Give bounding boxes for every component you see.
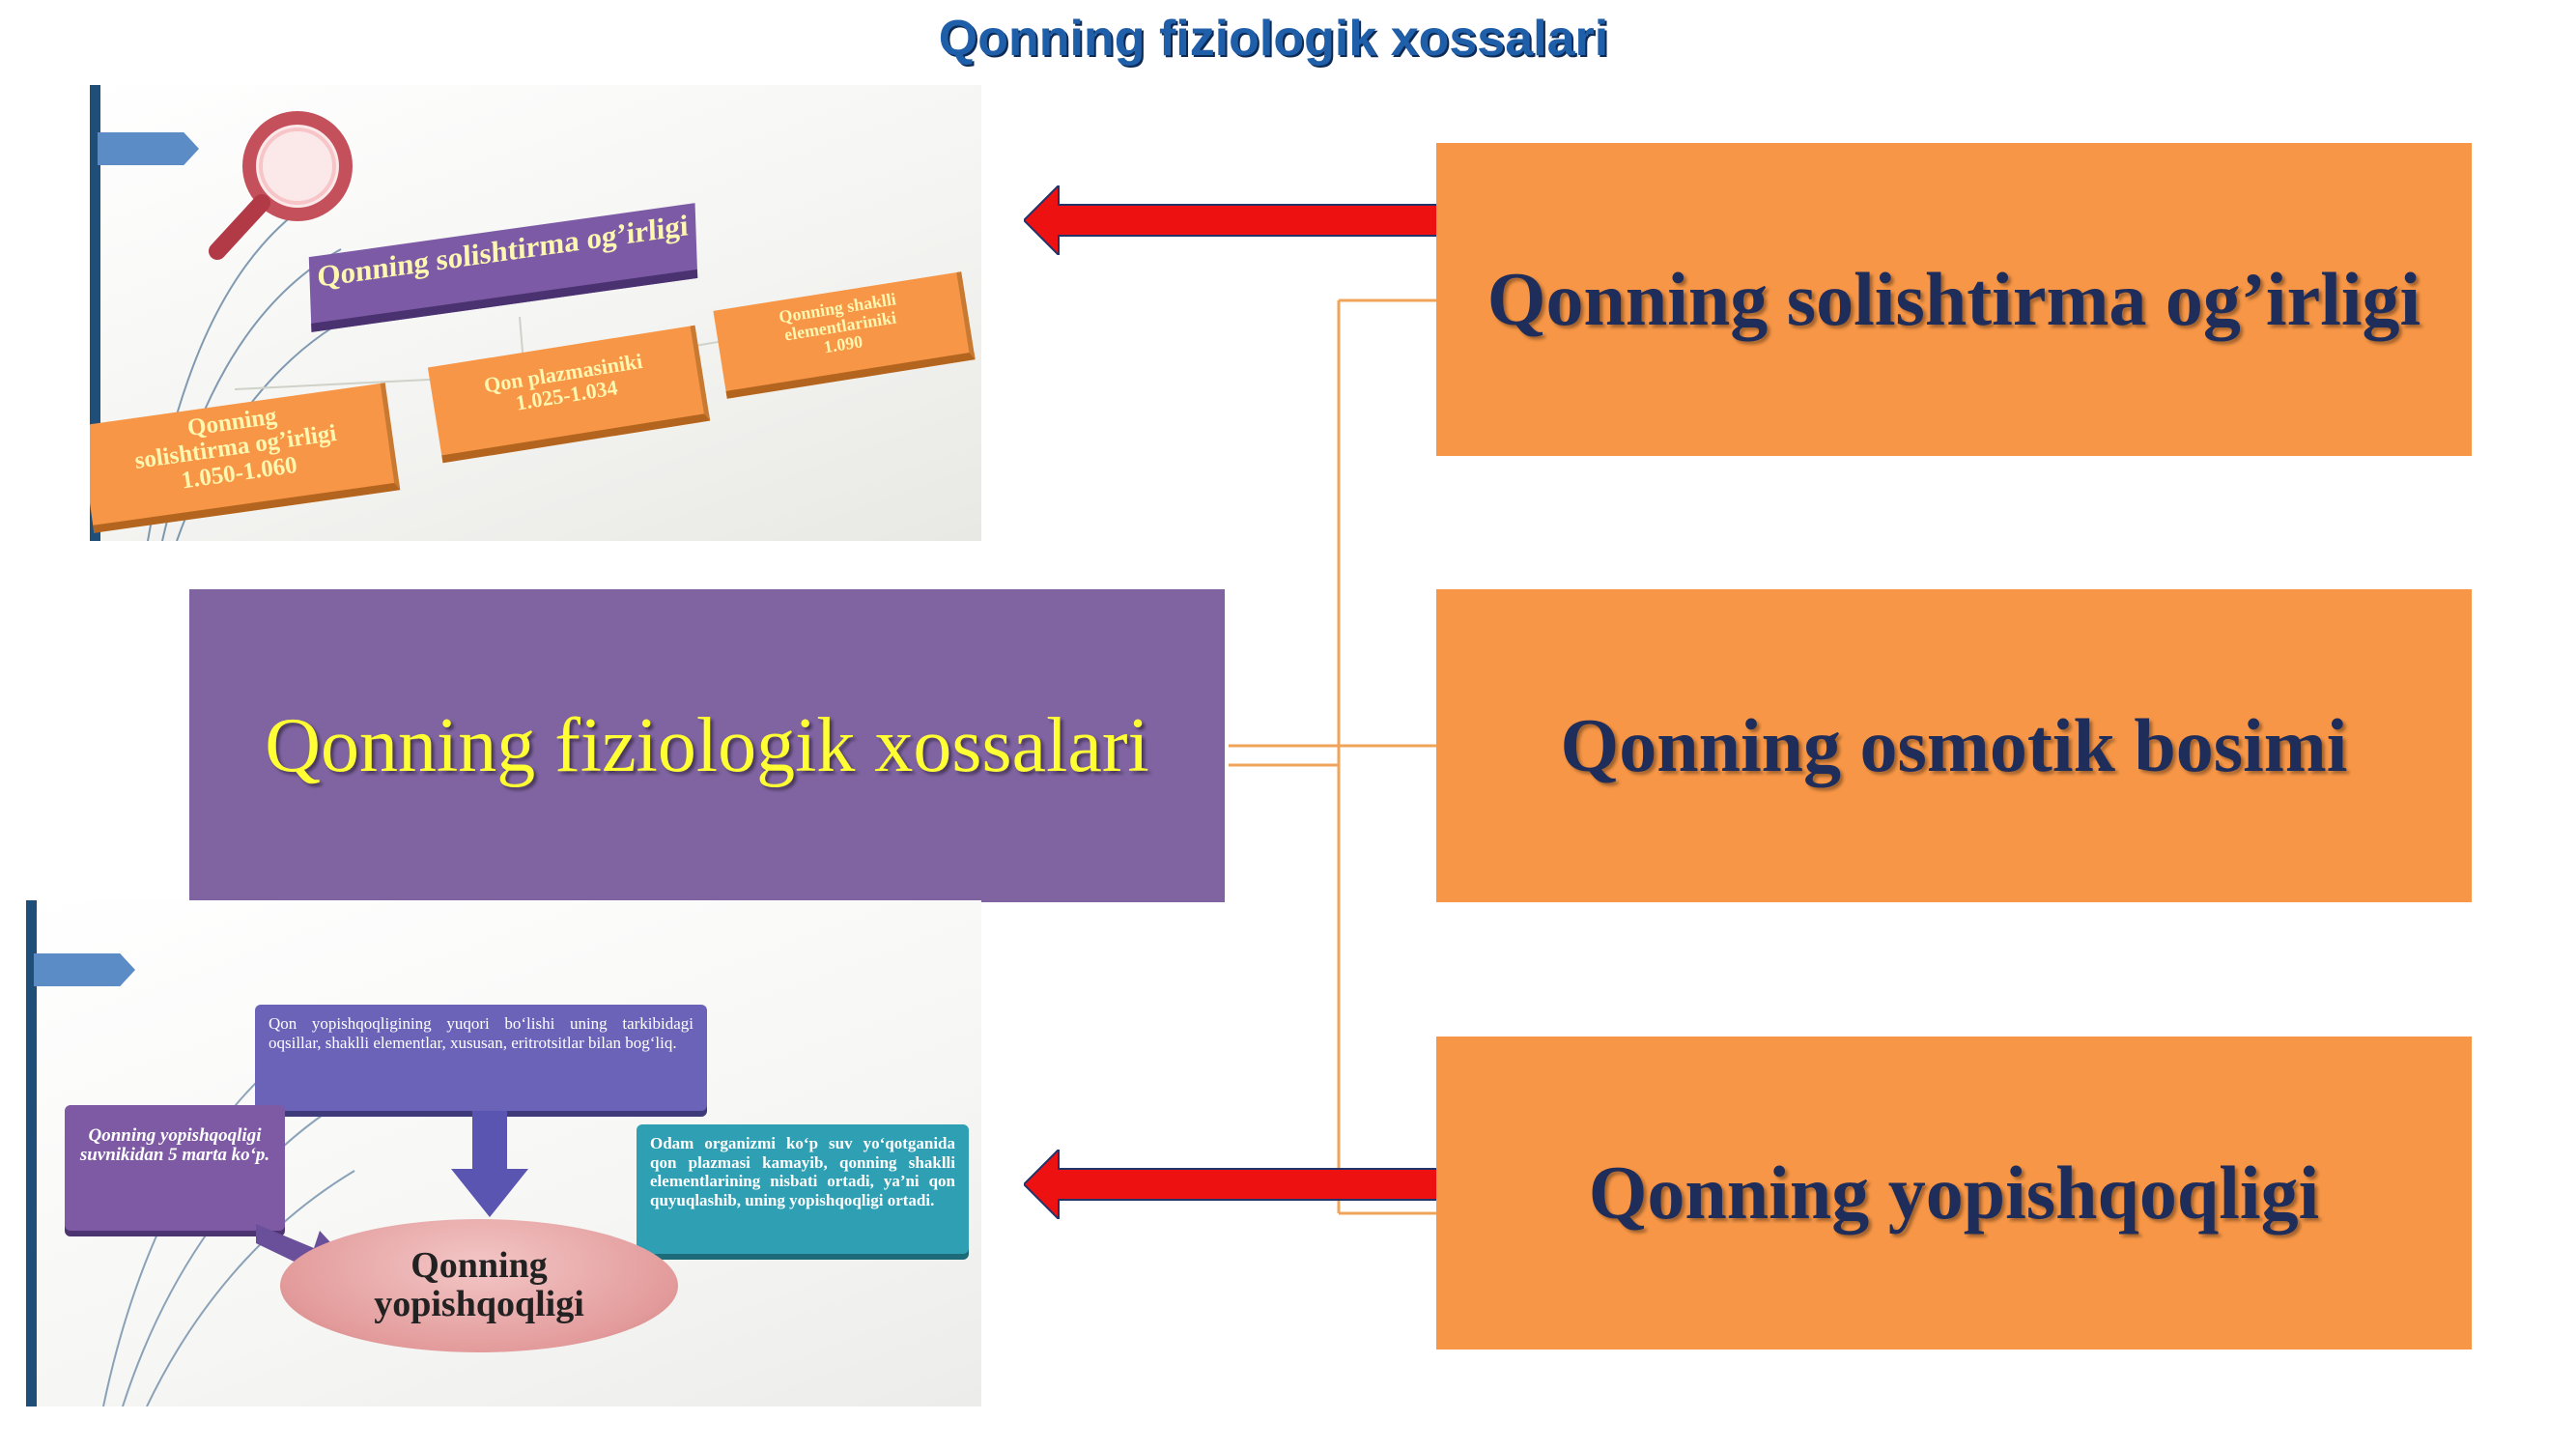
ellipse-line-2: yopishqoqligi [374,1284,584,1324]
red-arrow-bottom [1024,1150,1442,1219]
thumbnail-tab-marker-2 [34,953,135,986]
viscosity-left-text: Qonning yopishqoqligi suvnikidan 5 marta… [79,1125,270,1165]
right-box-2-label: Qonning osmotik bosimi [1560,703,2348,787]
viscosity-top-text: Qon yopishqoqligining yuqori bo‘lishi un… [269,1014,694,1052]
right-box-1-label: Qonning solishtirma og’irligi [1486,257,2421,341]
thumbnail-tab-marker [98,132,199,165]
viscosity-right-text: Odam organizmi ko‘p suv yo‘qotganida qon… [650,1134,955,1209]
thumbnail-viscosity: Qon yopishqoqligining yuqori bo‘lishi un… [26,900,981,1406]
ellipse-line-1: Qonning [410,1245,548,1287]
center-box-label: Qonning fiziologik xossalari [265,702,1149,788]
magnifier-icon [209,111,353,260]
page-title: Qonning fiziologik xossalari [0,10,2576,68]
thumbnail-side-bar [90,85,100,541]
red-arrow-top [1024,185,1438,255]
thumbnail-specific-gravity: Qonning solishtirma og’irligi Qonning so… [90,85,981,541]
viscosity-right-box: Odam organizmi ko‘p suv yo‘qotganida qon… [637,1124,969,1254]
right-box-specific-gravity: Qonning solishtirma og’irligi [1436,143,2472,456]
thumbnail-side-bar-2 [26,900,37,1406]
page-title-text: Qonning fiziologik xossalari [938,11,1609,67]
viscosity-top-box: Qon yopishqoqligining yuqori bo‘lishi un… [255,1005,707,1111]
down-arrow-icon [451,1111,528,1217]
viscosity-ellipse: Qonning yopishqoqligi [280,1219,678,1352]
right-box-3-label: Qonning yopishqoqligi [1588,1151,2320,1235]
right-box-viscosity: Qonning yopishqoqligi [1436,1037,2472,1350]
center-box: Qonning fiziologik xossalari [189,589,1225,902]
right-box-osmotic-pressure: Qonning osmotik bosimi [1436,589,2472,902]
viscosity-left-box: Qonning yopishqoqligi suvnikidan 5 marta… [65,1105,285,1231]
